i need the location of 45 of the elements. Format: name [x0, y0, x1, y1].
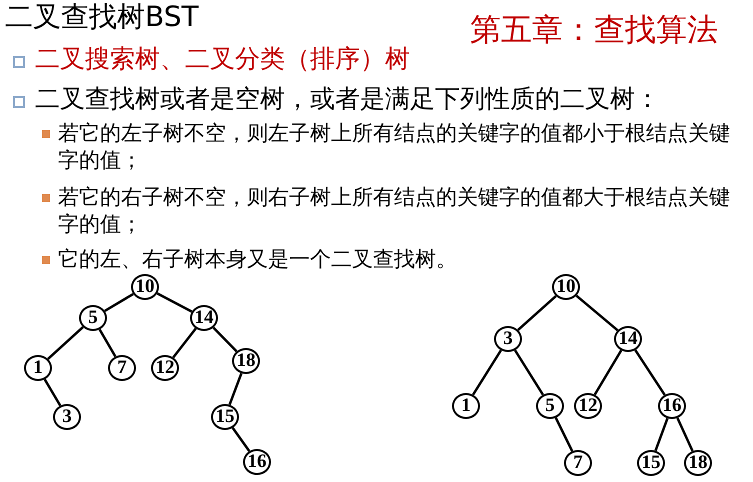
tree-node: 3 — [494, 326, 522, 352]
tree-node: 15 — [211, 404, 239, 430]
tree-node: 5 — [536, 393, 564, 419]
tree-edge — [172, 328, 197, 358]
tree-node: 18 — [232, 348, 260, 374]
tree-node: 5 — [79, 305, 107, 331]
tree-edge — [554, 417, 574, 452]
slide-title: 二叉查找树BST — [5, 0, 199, 35]
tree-node: 1 — [452, 393, 480, 419]
tree-node: 7 — [108, 355, 136, 381]
tree-edge — [472, 350, 502, 396]
tree-edge — [517, 295, 557, 331]
bullet-text: 它的左、右子树本身又是一个二叉查找树。 — [58, 246, 458, 273]
bullet-text: 若它的右子树不空，则右子树上所有结点的关键字的值都大于根结点关键字的值； — [58, 184, 731, 238]
tree-edge — [47, 326, 84, 360]
tree-node: 15 — [637, 450, 665, 476]
tree-edge — [634, 349, 666, 396]
tree-edge — [156, 292, 192, 313]
chapter-heading: 第五章：查找算法 — [470, 11, 718, 50]
tree-edge — [228, 372, 243, 406]
tree-edge — [104, 292, 134, 312]
tree-edge — [232, 427, 250, 452]
tree-node: 1 — [24, 355, 52, 381]
tree-node: 3 — [53, 404, 81, 430]
tree-edge — [576, 294, 618, 332]
tree-edge — [212, 326, 238, 352]
tree-edge — [44, 378, 62, 406]
tree-edge — [654, 418, 669, 452]
bullet-text: 若它的左子树不空，则左子树上所有结点的关键字的值都小于根结点关键字的值； — [58, 120, 731, 174]
tree-node: 14 — [190, 305, 218, 331]
tree-node: 16 — [243, 449, 271, 475]
tree-edge — [98, 328, 116, 358]
bullet-text: 二叉搜索树、二叉分类（排序）树 — [35, 43, 410, 75]
tree-node: 12 — [574, 393, 602, 419]
tree-node: 7 — [564, 450, 592, 476]
tree-node: 14 — [614, 326, 642, 352]
tree-edge — [594, 350, 622, 396]
bullet-text: 二叉查找树或者是空树，或者是满足下列性质的二叉树： — [35, 83, 660, 115]
tree-node: 10 — [552, 274, 580, 300]
tree-node: 10 — [131, 274, 159, 300]
tree-node: 16 — [658, 393, 686, 419]
tree-node: 12 — [151, 355, 179, 381]
tree-edge — [676, 417, 694, 452]
tree-edge — [514, 350, 544, 396]
tree-node: 18 — [684, 450, 712, 476]
